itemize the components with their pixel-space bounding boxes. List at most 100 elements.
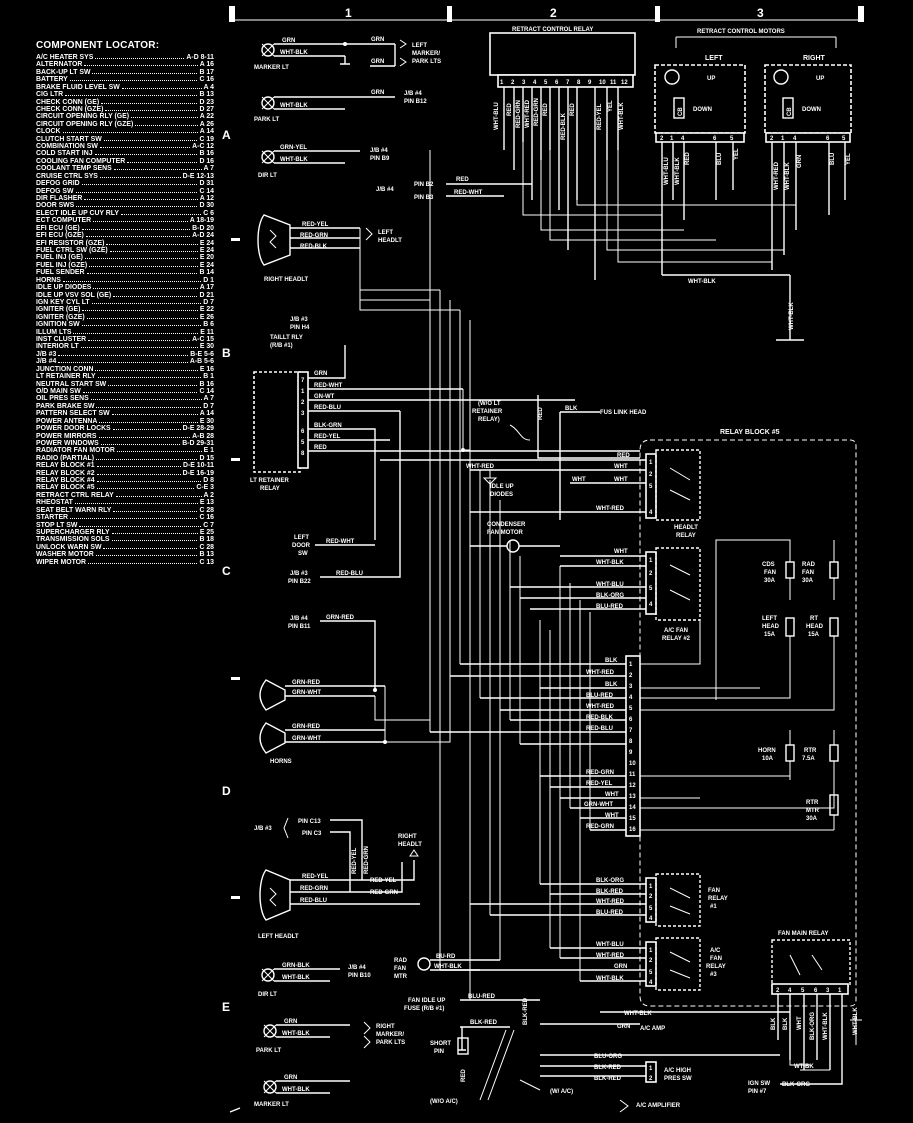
locator-grid-ref: B 16	[199, 150, 214, 158]
locator-component: ELECT IDLE UP CUY RLY	[36, 209, 119, 217]
locator-component: JUNCTION CONN	[36, 365, 94, 373]
locator-component: RETRACT CTRL RELAY	[36, 491, 114, 499]
locator-grid-ref: A 26	[199, 120, 214, 128]
locator-leader	[80, 347, 198, 349]
locator-grid-ref: E 30	[199, 417, 214, 425]
locator-grid-ref: A-B 28	[192, 432, 214, 440]
locator-component: RELAY BLOCK #5	[36, 484, 95, 492]
column-header: 1 2 3	[229, 6, 864, 22]
svg-text:GRN-RED: GRN-RED	[292, 680, 321, 686]
svg-text:RELAY: RELAY	[676, 533, 696, 539]
svg-text:2: 2	[776, 988, 780, 994]
bottom-circuits: FAN IDLE UP FUSE (R/B #1) BLU-RED BLK-RE…	[404, 994, 790, 1113]
locator-leader	[113, 510, 198, 512]
svg-text:J/B #4: J/B #4	[290, 616, 308, 622]
svg-text:RELAY BLOCK #5: RELAY BLOCK #5	[720, 429, 780, 436]
locator-component: RHEOSTAT	[36, 499, 73, 507]
svg-text:FAN: FAN	[394, 966, 406, 972]
svg-text:2: 2	[301, 400, 305, 406]
relay-block-pin-number: 12	[629, 783, 636, 789]
rt-head-fuse: RT HEAD 15A	[806, 616, 839, 638]
svg-text:RTR: RTR	[806, 800, 819, 806]
locator-component: DOOR SWS	[36, 202, 75, 210]
locator-leader	[58, 362, 188, 364]
svg-text:RED-WHT: RED-WHT	[454, 190, 483, 196]
svg-text:4: 4	[649, 510, 653, 516]
svg-text:RIGHT HEADLT: RIGHT HEADLT	[264, 277, 309, 283]
locator-leader	[131, 117, 198, 119]
svg-text:4: 4	[649, 602, 653, 608]
svg-text:MTR: MTR	[394, 974, 408, 980]
svg-text:GRN-RED: GRN-RED	[326, 615, 355, 621]
locator-leader	[111, 533, 198, 534]
locator-leader	[85, 236, 191, 238]
locator-leader	[75, 191, 198, 193]
svg-text:IDLE UP: IDLE UP	[490, 484, 514, 490]
marker-lt-left: GRN WHT-BLK MARKER LT GRN GRN LEFT MARKE…	[254, 37, 441, 71]
svg-text:(W/ A/C): (W/ A/C)	[550, 1089, 573, 1095]
svg-text:IGN SW: IGN SW	[748, 1081, 770, 1087]
locator-grid-ref: D-E 16-19	[182, 469, 214, 477]
svg-text:DOOR: DOOR	[292, 543, 311, 549]
left-head-fuse: LEFT HEAD 15A	[762, 616, 795, 638]
svg-text:LEFT: LEFT	[378, 230, 393, 236]
locator-grid-ref: C 28	[199, 506, 214, 514]
locator-leader	[93, 221, 188, 223]
svg-text:FAN: FAN	[802, 570, 814, 576]
horn-fuse: HORN 10A	[758, 744, 795, 762]
relay-block-pin-number: 3	[629, 684, 633, 690]
locator-leader	[84, 65, 198, 67]
svg-text:RED-GRN: RED-GRN	[370, 890, 398, 896]
locator-component: EFI ECU (GZE)	[36, 232, 84, 240]
wo-lt-retainer: (W/O LT RETAINER RELAY) RED BLK FUS LINK…	[472, 395, 647, 520]
rad-fan-fuse: RAD FAN 30A	[802, 561, 839, 584]
locator-component: LT RETAINER RLY	[36, 373, 96, 381]
svg-text:LEFT: LEFT	[762, 616, 777, 622]
svg-text:RED-YEL: RED-YEL	[302, 874, 329, 880]
svg-text:15A: 15A	[808, 632, 820, 638]
locator-leader	[121, 87, 202, 89]
svg-text:RED-BLU: RED-BLU	[314, 405, 341, 411]
svg-text:BLU-RED: BLU-RED	[468, 994, 496, 1000]
locator-grid-ref: B 13	[199, 551, 214, 559]
svg-text:(W/O LT: (W/O LT	[478, 401, 501, 407]
svg-text:LEFT HEADLT: LEFT HEADLT	[258, 934, 299, 940]
svg-text:GRN: GRN	[797, 155, 803, 168]
locator-component: IGNITER (GE)	[36, 306, 81, 314]
svg-text:FAN IDLE UP: FAN IDLE UP	[408, 998, 445, 1004]
locator-component: TRANSMISSION SOLS	[36, 536, 110, 544]
svg-text:RELAY: RELAY	[260, 486, 280, 492]
locator-leader	[96, 488, 195, 490]
svg-text:WHT-RED: WHT-RED	[596, 899, 625, 905]
locator-component: RELAY BLOCK #2	[36, 469, 95, 477]
locator-component: EFI RESISTOR (GZE)	[36, 239, 105, 247]
svg-text:(R/B #1): (R/B #1)	[270, 343, 293, 349]
svg-text:RED-GRN: RED-GRN	[586, 824, 614, 830]
row-letter: A	[222, 128, 231, 142]
svg-text:WHT-BLK: WHT-BLK	[785, 162, 791, 190]
locator-leader	[120, 213, 202, 215]
svg-text:RED-BLK: RED-BLK	[300, 244, 328, 250]
locator-leader	[69, 80, 198, 82]
locator-component: FUEL INJ (GE)	[36, 254, 83, 262]
svg-text:HEADLT: HEADLT	[378, 238, 402, 244]
relay-pin-number: 3	[522, 80, 526, 86]
svg-text:7: 7	[301, 378, 305, 384]
svg-text:1: 1	[781, 136, 785, 142]
svg-text:1: 1	[838, 988, 842, 994]
svg-text:5: 5	[649, 586, 653, 592]
locator-grid-ref: E 22	[199, 306, 214, 314]
locator-leader	[88, 562, 198, 564]
rad-fan-mtr: RAD FAN MTR BU-RD WHT-BLK	[394, 954, 500, 980]
svg-text:3: 3	[826, 988, 830, 994]
